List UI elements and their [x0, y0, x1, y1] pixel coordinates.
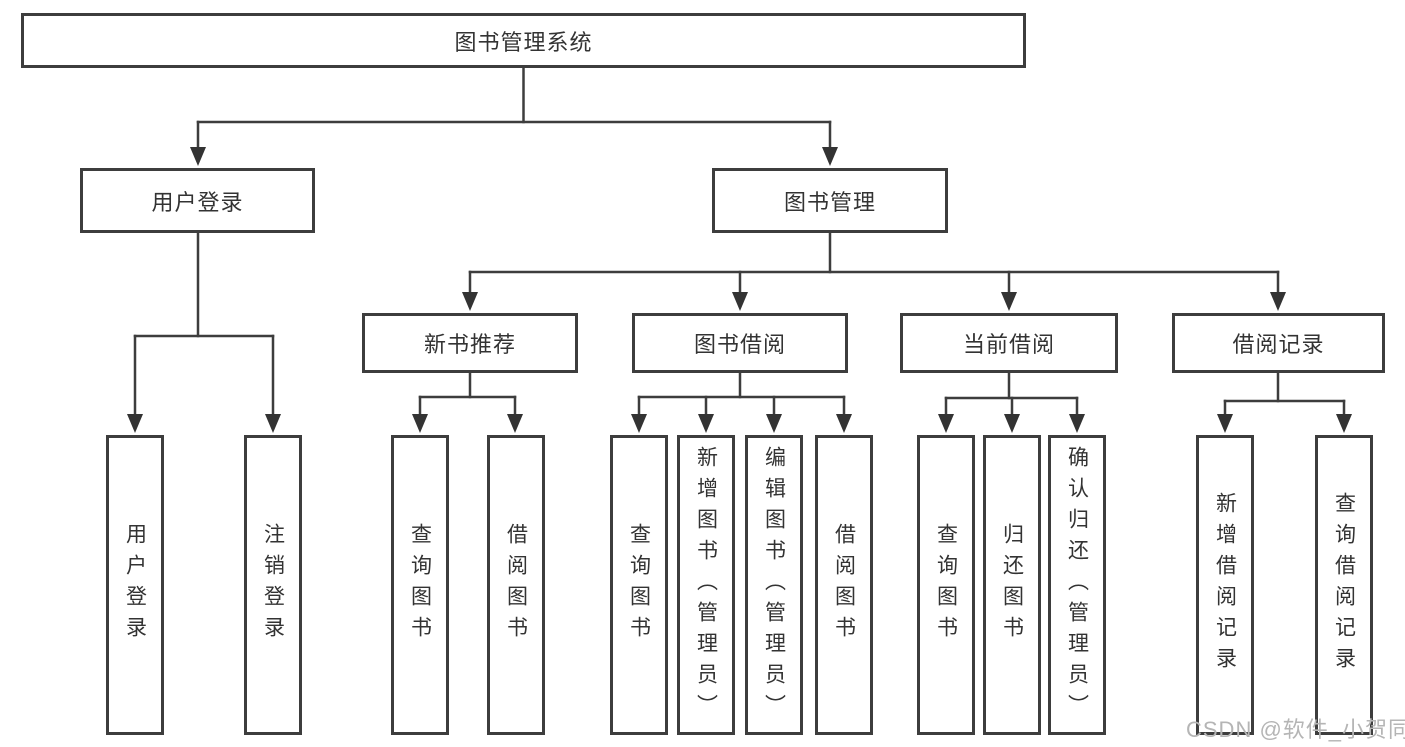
node-borrowing-records: 借阅记录	[1172, 313, 1385, 373]
leaf-borrow-books-newbooks: 借阅图书	[487, 435, 545, 735]
leaf-borrow-books: 借阅图书	[815, 435, 873, 735]
leaf-query-books-newbooks: 查询图书	[391, 435, 449, 735]
node-user-login: 用户登录	[80, 168, 315, 233]
leaf-query-borrow-record: 查询借阅记录	[1315, 435, 1373, 735]
watermark: CSDN @软件_小贺同学	[1186, 717, 1405, 742]
leaf-query-books-borrow: 查询图书	[610, 435, 668, 735]
leaf-logout: 注销登录	[244, 435, 302, 735]
leaf-add-borrow-record: 新增借阅记录	[1196, 435, 1254, 735]
leaf-query-books-current: 查询图书	[917, 435, 975, 735]
node-current-borrowing: 当前借阅	[900, 313, 1118, 373]
node-book-management: 图书管理	[712, 168, 948, 233]
leaf-user-login: 用户登录	[106, 435, 164, 735]
node-new-book-recommend: 新书推荐	[362, 313, 578, 373]
leaf-edit-books-admin: 编辑图书（管理员）	[745, 435, 803, 735]
node-root-system: 图书管理系统	[21, 13, 1026, 68]
node-book-borrowing: 图书借阅	[632, 313, 848, 373]
leaf-return-books: 归还图书	[983, 435, 1041, 735]
leaf-add-books-admin: 新增图书（管理员）	[677, 435, 735, 735]
leaf-confirm-return-admin: 确认归还（管理员）	[1048, 435, 1106, 735]
